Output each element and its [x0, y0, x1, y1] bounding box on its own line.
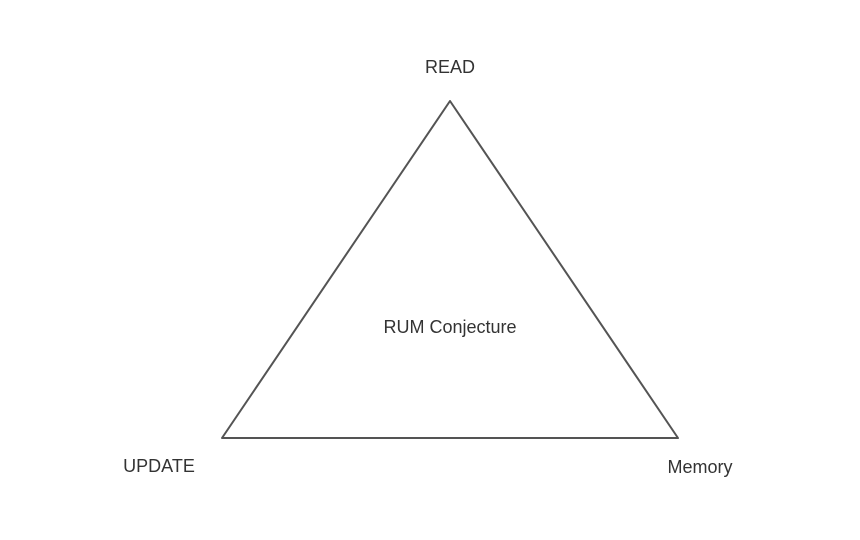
vertex-label-memory: Memory — [667, 457, 733, 478]
vertex-label-update: UPDATE — [123, 456, 195, 477]
triangle-shape — [221, 100, 679, 439]
vertex-label-read: READ — [424, 57, 476, 78]
center-label-rum-conjecture: RUM Conjecture — [383, 317, 517, 338]
